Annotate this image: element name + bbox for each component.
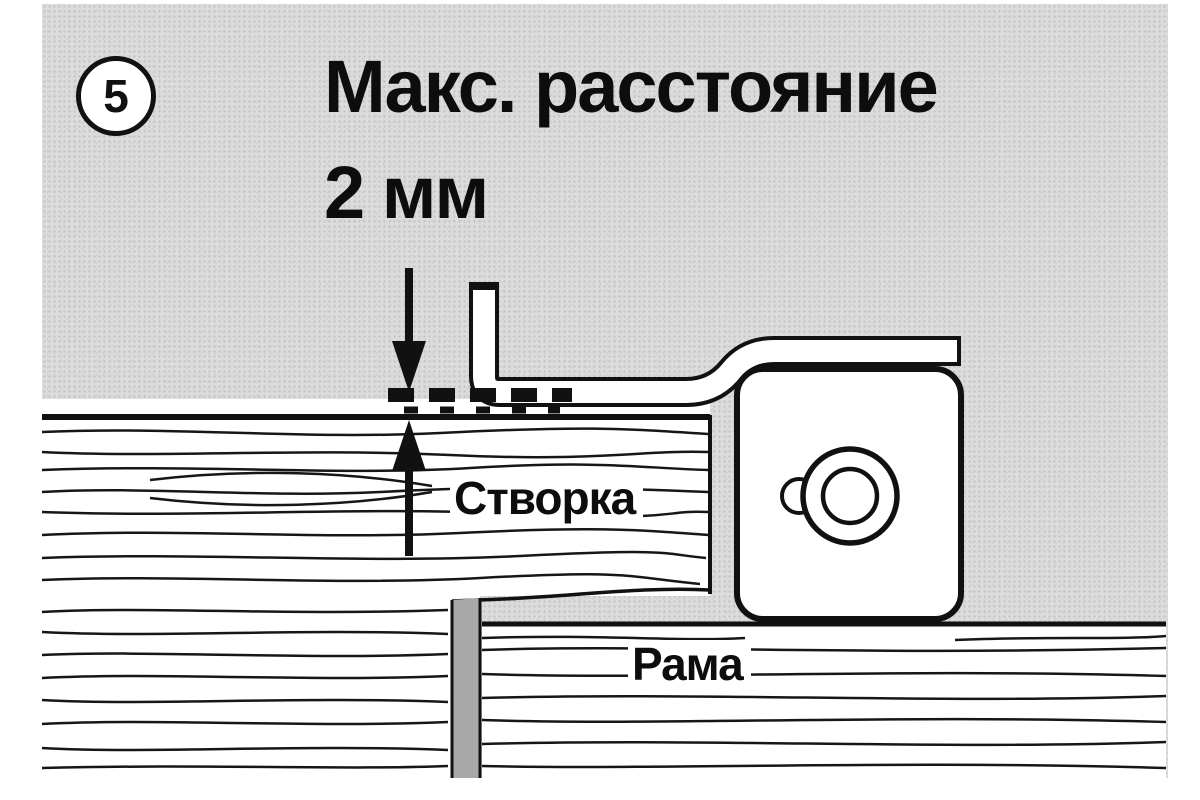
roller-cam-center — [820, 466, 880, 526]
step-number: 5 — [103, 70, 129, 122]
sash-underside-edge — [451, 587, 711, 603]
step-circle-badge: 5 — [76, 56, 156, 136]
frame-label: Рама — [628, 640, 751, 691]
figure-title: Макс. расстояние 2 мм — [324, 50, 939, 234]
dashed-gap-line — [388, 388, 572, 414]
gap-shadow-strip — [450, 598, 482, 778]
sash-label: Створка — [450, 474, 644, 525]
strike-plate — [734, 366, 964, 622]
locking-bracket — [469, 282, 961, 407]
down-arrow-icon — [392, 268, 426, 392]
up-arrow-icon — [392, 420, 426, 556]
title-line-1: Макс. расстояние — [324, 45, 939, 128]
title-line-2: 2 мм — [324, 151, 489, 234]
frame-wood — [481, 621, 1167, 778]
frame-grain — [481, 634, 1167, 770]
sash-grain — [41, 427, 709, 770]
